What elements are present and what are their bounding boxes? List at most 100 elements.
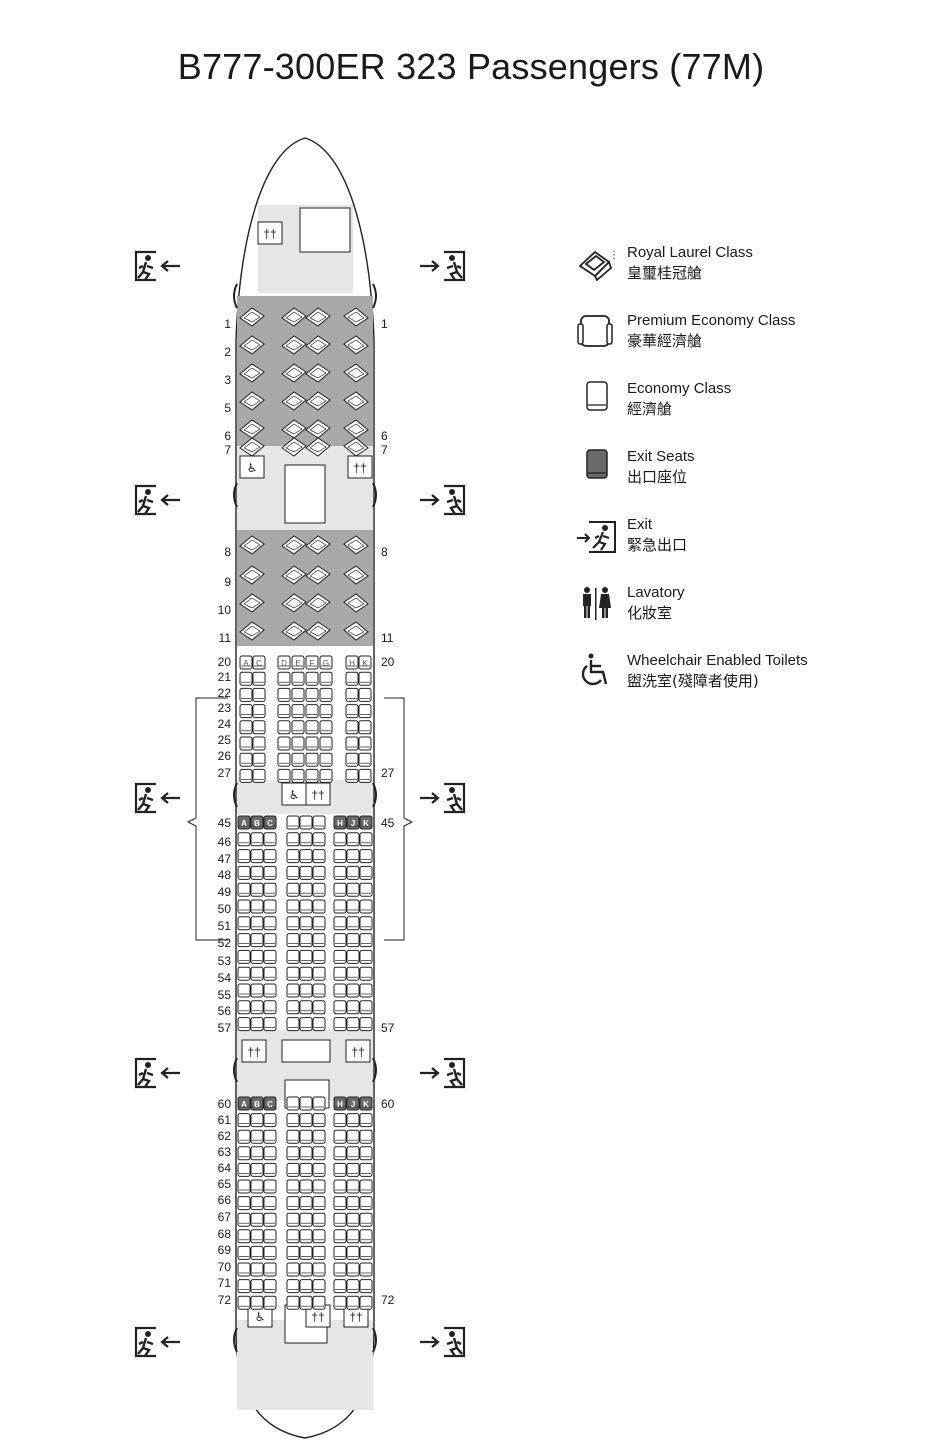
economy-seat-112: [263, 899, 277, 914]
row-label-right: 45: [381, 816, 395, 830]
economy-seat-222: [299, 1162, 313, 1177]
economy-seat-232: [312, 1179, 326, 1194]
economy-seat-102: [250, 882, 264, 897]
economy-seat-48: [358, 736, 372, 751]
business-seat-32: [343, 565, 369, 585]
economy-seat-298: [359, 1295, 373, 1310]
economy-seat-283: [263, 1279, 277, 1294]
economy-seat-7: [345, 655, 359, 670]
seat-letter: G: [323, 659, 329, 668]
economy-seat-272: [237, 1262, 251, 1277]
economy-seat-197: [333, 1113, 347, 1128]
seat-letter: A: [241, 1100, 247, 1109]
exit-icon: [575, 516, 621, 562]
row-label-left: 63: [217, 1145, 231, 1159]
economy-seat-158: [286, 983, 300, 998]
legend-label-en: Wheelchair Enabled Toilets: [627, 652, 808, 669]
economy-seat-166: [263, 1000, 277, 1015]
row-label-left: 10: [217, 603, 231, 617]
economy-seat-249: [299, 1212, 313, 1227]
legend-label-en: Exit Seats: [627, 448, 695, 465]
legend-label-en: Royal Laurel Class: [627, 244, 753, 261]
economy-seat-266: [286, 1245, 300, 1260]
economy-seat-107: [333, 882, 347, 897]
legend-item-lavatory: Lavatory 化妝室: [575, 584, 935, 636]
economy-seat-168: [299, 1000, 313, 1015]
business-seat-1: [239, 307, 265, 327]
row-label-left: 51: [217, 919, 231, 933]
economy-seat-160: [312, 983, 326, 998]
business-seat-10: [281, 363, 307, 383]
economy-seat-147: [250, 966, 264, 981]
business-seat-21: [239, 437, 265, 457]
seat-letter: B: [254, 819, 260, 828]
business-seat-8: [343, 335, 369, 355]
svg-text:††: ††: [351, 1045, 364, 1059]
row-label-left: 20: [217, 655, 231, 669]
economy-seat-55: [345, 752, 359, 767]
business-seat-17: [239, 419, 265, 439]
economy-seat-63: [345, 768, 359, 783]
economy-seat-282: [250, 1279, 264, 1294]
business-seat-38: [281, 621, 307, 641]
economy-seat-193: [263, 1113, 277, 1128]
row-label-left: 67: [217, 1210, 231, 1224]
economy-seat-220: [263, 1162, 277, 1177]
economy-seat-207: [346, 1129, 360, 1144]
business-seat-7: [305, 335, 331, 355]
economy-seat-17: [239, 687, 253, 702]
economy-seat-44: [291, 736, 305, 751]
economy-seat-90: [346, 849, 360, 864]
legend-label-zh: 緊急出口: [627, 536, 688, 554]
row-label-left: 45: [217, 816, 231, 830]
economy-seat-83: [237, 849, 251, 864]
economy-seat-212: [286, 1146, 300, 1161]
business-seat-13: [239, 391, 265, 411]
lavatory-icon: ††: [345, 1039, 371, 1063]
exit-icon: [418, 248, 466, 284]
economy-seat-167: [286, 1000, 300, 1015]
economy-seat-162: [346, 983, 360, 998]
economy-seat-152: [333, 966, 347, 981]
economy-seat-209: [237, 1146, 251, 1161]
business-seat-9: [239, 363, 265, 383]
economy-seat-24: [358, 687, 372, 702]
economy-seat-117: [346, 899, 360, 914]
economy-seat-143: [333, 949, 347, 964]
economy-seat-16: [358, 671, 372, 686]
row-label-left: 61: [217, 1113, 231, 1127]
economy-seat-37: [305, 720, 319, 735]
economy-seat-214: [312, 1146, 326, 1161]
economy-seat-103: [263, 882, 277, 897]
svg-text:††: ††: [353, 461, 366, 475]
door-left-1: [233, 283, 238, 309]
economy-seat-13: [305, 671, 319, 686]
economy-seat-68: [286, 815, 300, 830]
economy-seat-175: [263, 1017, 277, 1032]
economy-seat-157: [263, 983, 277, 998]
economy-seat-81: [346, 832, 360, 847]
svg-text:††: ††: [311, 788, 324, 802]
economy-seat-28: [291, 704, 305, 719]
exit-icon: [134, 780, 182, 816]
economy-seat-9: [239, 671, 253, 686]
row-label-left: 5: [224, 401, 231, 415]
row-label-left: 48: [217, 868, 231, 882]
row-label-left: 22: [217, 686, 231, 700]
door-right-2: [372, 482, 377, 508]
economy-seat-29: [305, 704, 319, 719]
economy-seat-154: [359, 966, 373, 981]
economy-seat-261: [346, 1229, 360, 1244]
row-label-right: 7: [381, 443, 388, 457]
seat-letter: K: [363, 819, 369, 828]
economy-seat-50: [252, 752, 266, 767]
economy-seat-198: [346, 1113, 360, 1128]
wheelchair-icon: ♿: [239, 455, 265, 479]
legend-item-wheelchair: Wheelchair Enabled Toilets 盥洗室(殘障者使用): [575, 652, 935, 704]
economy-seat-260: [333, 1229, 347, 1244]
economy-seat-3: [277, 655, 291, 670]
lavatory-icon: ††: [347, 455, 373, 479]
economy-seat-136: [359, 933, 373, 948]
economy-seat-172: [359, 1000, 373, 1015]
economy-seat-231: [299, 1179, 313, 1194]
